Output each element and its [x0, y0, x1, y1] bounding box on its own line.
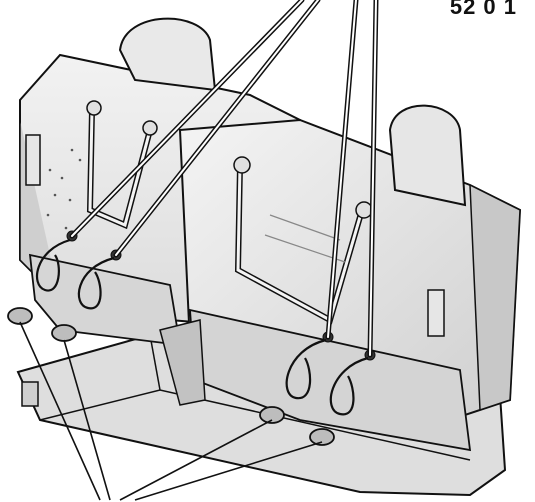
latch-button-3 [259, 406, 285, 424]
callout-lines-bottom [19, 321, 323, 501]
seat-cushions [28, 253, 472, 452]
figure-code-label: 52 0 1 [449, 0, 517, 19]
latch-release-buttons [7, 307, 335, 446]
latch-button-2 [51, 324, 77, 342]
latch-button-1 [7, 307, 33, 325]
callout-lines-top [69, 0, 379, 358]
latch-button-4 [309, 428, 335, 446]
